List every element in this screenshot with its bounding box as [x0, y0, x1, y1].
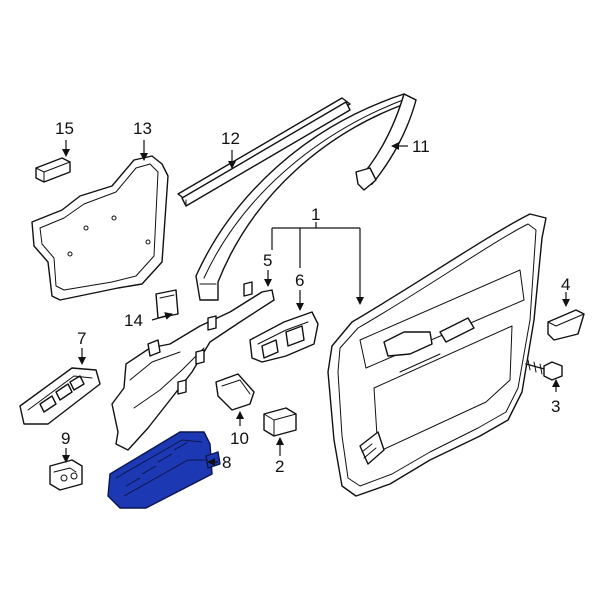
- part-15-clip: [35, 157, 71, 183]
- part-7-switch-bezel: [19, 367, 101, 425]
- part-4-cover: [547, 309, 585, 341]
- callout-1: 1: [311, 205, 320, 224]
- callout-8: 8: [222, 453, 231, 472]
- callout-3: 3: [551, 397, 560, 416]
- part-13-panel: [31, 155, 169, 301]
- callout-4: 4: [561, 275, 570, 294]
- callout-7: 7: [77, 329, 86, 348]
- part-2-switch: [263, 407, 297, 437]
- part-11-frame-molding: [195, 93, 417, 301]
- callout-2: 2: [275, 457, 284, 476]
- callout-6: 6: [295, 271, 304, 290]
- part-10-switch: [215, 373, 255, 411]
- callout-13: 13: [133, 119, 152, 138]
- callout-9: 9: [61, 429, 70, 448]
- callout-labels: 15 13 12 11 1 5 6 4 3 14 7 8 10 2 9: [55, 119, 570, 476]
- callout-15: 15: [55, 119, 74, 138]
- part-12-weatherstrip: [177, 97, 351, 207]
- part-5-bracket: [111, 281, 275, 451]
- part-9-switch: [49, 459, 83, 491]
- part-1-door-trim-panel: [327, 213, 547, 497]
- callout-12: 12: [221, 129, 240, 148]
- callout-5: 5: [263, 251, 272, 270]
- callout-14: 14: [124, 311, 143, 330]
- callout-10: 10: [230, 429, 249, 448]
- leader-lines: [62, 140, 570, 466]
- callout-11: 11: [412, 137, 430, 156]
- part-3-screw: [525, 359, 563, 381]
- part-14-pad: [155, 289, 179, 319]
- part-6-handle-housing: [249, 311, 319, 363]
